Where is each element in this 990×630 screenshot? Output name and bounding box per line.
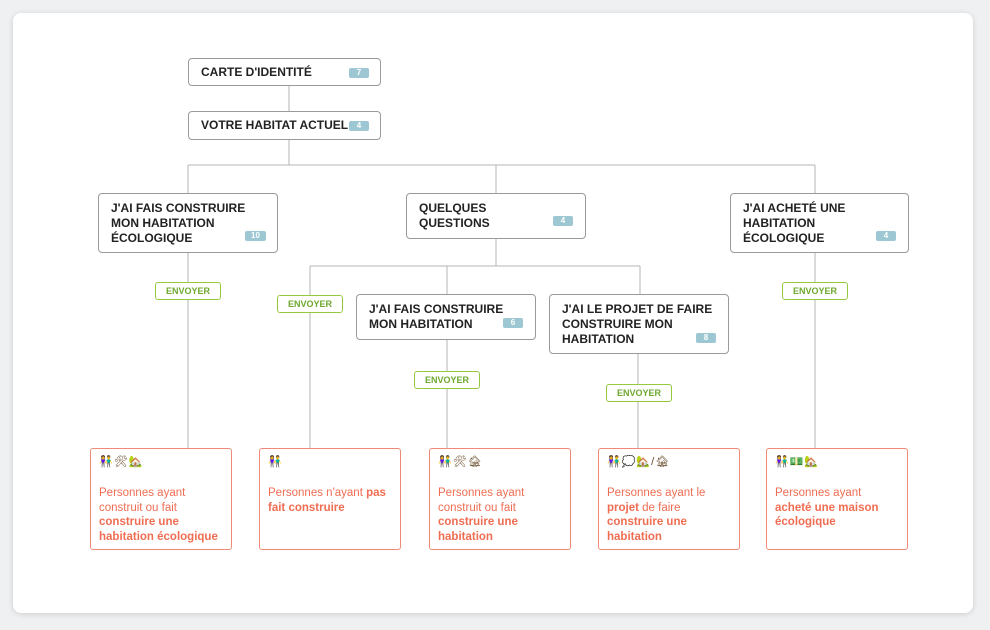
node-habitat-actuel[interactable]: VOTRE HABITAT ACTUEL 4 [188, 111, 381, 140]
result-text: Personnes n'ayant pas fait construire [268, 487, 386, 514]
send-button-5[interactable]: ENVOYER [782, 282, 848, 300]
count-badge: 4 [876, 231, 896, 241]
node-construit-habitation[interactable]: J'AI FAIS CONSTRUIRE MON HABITATION 6 [356, 294, 536, 340]
count-badge: 8 [696, 333, 716, 343]
count-badge: 4 [553, 216, 573, 226]
persona-icons: 👫💵🏡 [775, 456, 820, 468]
persona-icons: 👫🛠🏚 [438, 456, 483, 468]
node-quelques-questions[interactable]: QUELQUES QUESTIONS 4 [406, 193, 586, 239]
persona-icons: 👫 [268, 456, 283, 468]
result-text: Personnes ayant le projet de faire const… [607, 487, 706, 543]
send-button-3[interactable]: ENVOYER [414, 371, 480, 389]
node-projet-construire[interactable]: J'AI LE PROJET DE FAIRE CONSTRUIRE MON H… [549, 294, 729, 354]
node-construit-ecologique[interactable]: J'AI FAIS CONSTRUIRE MON HABITATION ÉCOL… [98, 193, 278, 253]
result-box-5: 👫💵🏡 Personnes ayant acheté une maison éc… [766, 448, 908, 550]
node-label: J'AI FAIS CONSTRUIRE MON HABITATION [369, 302, 504, 331]
send-button-1[interactable]: ENVOYER [155, 282, 221, 300]
result-text: Personnes ayant acheté une maison écolog… [775, 487, 879, 528]
node-label: CARTE D'IDENTITÉ [201, 64, 312, 79]
node-label: QUELQUES QUESTIONS [419, 201, 490, 230]
count-badge: 4 [349, 121, 369, 131]
node-achete-ecologique[interactable]: J'AI ACHETÉ UNE HABITATION ÉCOLOGIQUE 4 [730, 193, 909, 253]
result-text: Personnes ayant construit ou fait constr… [438, 487, 525, 543]
result-box-1: 👫🛠🏡 Personnes ayant construit ou fait co… [90, 448, 232, 550]
node-label: VOTRE HABITAT ACTUEL [201, 118, 349, 132]
send-button-4[interactable]: ENVOYER [606, 384, 672, 402]
node-carte-identite[interactable]: CARTE D'IDENTITÉ 7 [188, 58, 381, 86]
result-text: Personnes ayant construit ou fait constr… [99, 487, 218, 543]
node-label: J'AI LE PROJET DE FAIRE CONSTRUIRE MON H… [562, 301, 713, 346]
count-badge: 6 [503, 318, 523, 328]
persona-icons: 👫🛠🏡 [99, 456, 144, 468]
node-label: J'AI FAIS CONSTRUIRE MON HABITATION ÉCOL… [111, 200, 246, 245]
result-box-2: 👫 Personnes n'ayant pas fait construire [259, 448, 401, 550]
count-badge: 7 [349, 68, 369, 78]
result-box-4: 👫💭🏡/🏚 Personnes ayant le projet de faire… [598, 448, 740, 550]
node-label: J'AI ACHETÉ UNE HABITATION ÉCOLOGIQUE [743, 200, 846, 245]
count-badge: 10 [245, 231, 266, 241]
persona-icons: 👫💭🏡/🏚 [607, 456, 671, 468]
send-button-2[interactable]: ENVOYER [277, 295, 343, 313]
result-box-3: 👫🛠🏚 Personnes ayant construit ou fait co… [429, 448, 571, 550]
